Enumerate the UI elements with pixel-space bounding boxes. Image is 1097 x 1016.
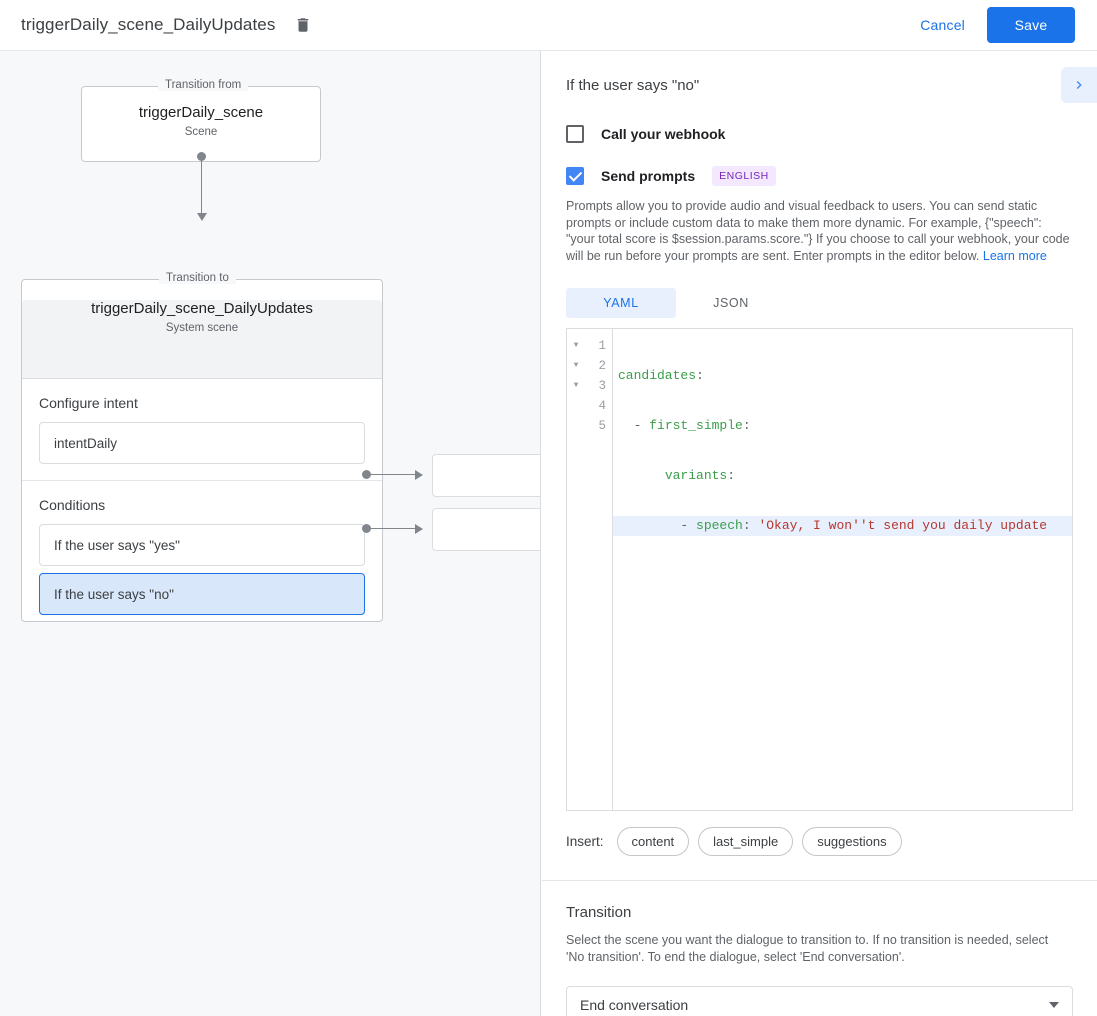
transition-select-value: End conversation xyxy=(580,997,689,1013)
connector-dot xyxy=(197,152,206,161)
code-dash: - xyxy=(680,518,697,533)
send-prompts-label: Send prompts xyxy=(601,168,696,184)
code-line: - first_simple: xyxy=(613,416,1072,436)
code-dash: - xyxy=(633,418,650,433)
transition-to-header: triggerDaily_scene_DailyUpdates System s… xyxy=(22,300,382,379)
fold-triangle-icon[interactable]: ▼ xyxy=(573,361,579,370)
cancel-button[interactable]: Cancel xyxy=(912,8,973,42)
transition-to-name: triggerDaily_scene_DailyUpdates xyxy=(91,300,313,317)
connector-line xyxy=(201,157,202,217)
panel-title: If the user says "no" xyxy=(566,77,700,94)
transition-from-legend: Transition from xyxy=(158,79,249,91)
code-key: candidates xyxy=(618,368,697,383)
code-punct: : xyxy=(727,468,736,483)
gutter-line: 5 xyxy=(567,416,612,436)
condition-yes-connector-line xyxy=(371,474,417,475)
call-webhook-checkbox[interactable] xyxy=(566,125,584,143)
code-key: first_simple xyxy=(649,418,743,433)
prompts-description: Prompts allow you to provide audio and v… xyxy=(566,198,1073,264)
fold-triangle-icon[interactable]: ▼ xyxy=(573,341,579,350)
code-line-highlighted: - speech: 'Okay, I won''t send you daily… xyxy=(613,516,1072,536)
insert-chip-last-simple[interactable]: last_simple xyxy=(698,827,794,856)
chevron-down-icon xyxy=(1049,1002,1059,1008)
condition-no-connector-dot xyxy=(362,524,371,533)
delete-icon[interactable] xyxy=(291,13,315,37)
conditions-section: Conditions If the user says "yes" If the… xyxy=(22,480,382,615)
editor-format-tabs[interactable]: YAML JSON xyxy=(566,288,1073,318)
editor-code-area[interactable]: candidates: - first_simple: variants: - … xyxy=(613,329,1072,810)
transition-description: Select the scene you want the dialogue t… xyxy=(566,933,1049,964)
code-key: variants xyxy=(664,468,728,483)
condition-no-connector-line xyxy=(371,528,417,529)
page-title: triggerDaily_scene_DailyUpdates xyxy=(21,15,276,34)
insert-chips-row: Insert: content last_simple suggestions xyxy=(566,827,1073,856)
code-line: variants: xyxy=(613,466,1072,486)
condition-yes-arrow-icon xyxy=(415,470,423,480)
chevron-right-icon[interactable] xyxy=(1061,67,1097,103)
insert-chip-content[interactable]: content xyxy=(616,827,690,856)
code-punct: : xyxy=(696,368,704,383)
transition-section: Transition Select the scene you want the… xyxy=(542,904,1097,1016)
transition-to-legend: Transition to xyxy=(159,272,236,284)
editor-gutter: ▼ 1 ▼ 2 ▼ 3 4 5 xyxy=(567,329,613,810)
top-app-bar: triggerDaily_scene_DailyUpdates Cancel S… xyxy=(0,0,1097,51)
line-number: 4 xyxy=(598,399,606,413)
transition-from-node[interactable]: Transition from triggerDaily_scene Scene xyxy=(81,79,321,162)
code-line: candidates: xyxy=(613,366,1072,386)
gutter-line: ▼ 2 xyxy=(567,356,612,376)
section-divider xyxy=(542,880,1097,881)
code-punct: : xyxy=(742,418,751,433)
panel-body: Call your webhook Send prompts ENGLISH P… xyxy=(542,125,1097,856)
send-prompts-row[interactable]: Send prompts ENGLISH xyxy=(566,166,1073,186)
fold-triangle-icon[interactable]: ▼ xyxy=(573,381,579,390)
prompts-description-text: Prompts allow you to provide audio and v… xyxy=(566,199,1070,263)
condition-no-arrow-icon xyxy=(415,524,423,534)
condition-no-target-node[interactable] xyxy=(432,508,540,551)
line-number: 2 xyxy=(598,359,606,373)
save-button[interactable]: Save xyxy=(987,7,1075,43)
condition-yes-connector-dot xyxy=(362,470,371,479)
transition-to-subtitle: System scene xyxy=(165,322,239,334)
condition-item-no[interactable]: If the user says "no" xyxy=(39,573,365,615)
transition-title: Transition xyxy=(566,904,632,921)
code-indent xyxy=(618,518,680,533)
line-number: 1 xyxy=(598,339,606,353)
details-panel: If the user says "no" Call your webhook … xyxy=(542,51,1097,1016)
gutter-line: ▼ 3 xyxy=(567,376,612,396)
prompt-code-editor[interactable]: ▼ 1 ▼ 2 ▼ 3 4 5 xyxy=(566,328,1073,811)
send-prompts-checkbox[interactable] xyxy=(566,167,584,185)
insert-label: Insert: xyxy=(566,834,604,849)
code-indent xyxy=(618,468,665,483)
transition-select[interactable]: End conversation xyxy=(566,986,1073,1016)
scene-graph-canvas[interactable]: Transition from triggerDaily_scene Scene… xyxy=(0,51,541,1016)
transition-from-name: triggerDaily_scene xyxy=(138,104,264,121)
condition-yes-target-node[interactable] xyxy=(432,454,540,497)
code-string-value: 'Okay, I won''t send you daily update xyxy=(758,518,1048,533)
call-webhook-row[interactable]: Call your webhook xyxy=(566,125,1073,143)
configure-intent-label: Configure intent xyxy=(39,395,138,411)
code-indent xyxy=(618,418,634,433)
insert-chip-suggestions[interactable]: suggestions xyxy=(802,827,902,856)
gutter-line: 4 xyxy=(567,396,612,416)
connector-arrow-icon xyxy=(197,213,207,221)
tab-json[interactable]: JSON xyxy=(713,296,749,310)
language-badge: ENGLISH xyxy=(712,166,776,186)
gutter-line: ▼ 1 xyxy=(567,336,612,356)
tab-yaml[interactable]: YAML xyxy=(566,288,676,318)
configure-intent-section: Configure intent intentDaily xyxy=(22,379,382,464)
code-line xyxy=(613,566,1072,586)
intent-field[interactable]: intentDaily xyxy=(39,422,365,464)
transition-from-subtitle: Scene xyxy=(184,126,218,138)
learn-more-link[interactable]: Learn more xyxy=(982,248,1047,263)
code-punct: : xyxy=(742,518,759,533)
panel-header: If the user says "no" xyxy=(542,51,1097,103)
line-number: 5 xyxy=(598,419,606,433)
condition-item-yes[interactable]: If the user says "yes" xyxy=(39,524,365,566)
line-number: 3 xyxy=(598,379,606,393)
call-webhook-label: Call your webhook xyxy=(601,126,726,142)
conditions-label: Conditions xyxy=(39,497,106,513)
code-key: speech xyxy=(696,518,743,533)
transition-to-node[interactable]: Transition to triggerDaily_scene_DailyUp… xyxy=(21,272,383,622)
